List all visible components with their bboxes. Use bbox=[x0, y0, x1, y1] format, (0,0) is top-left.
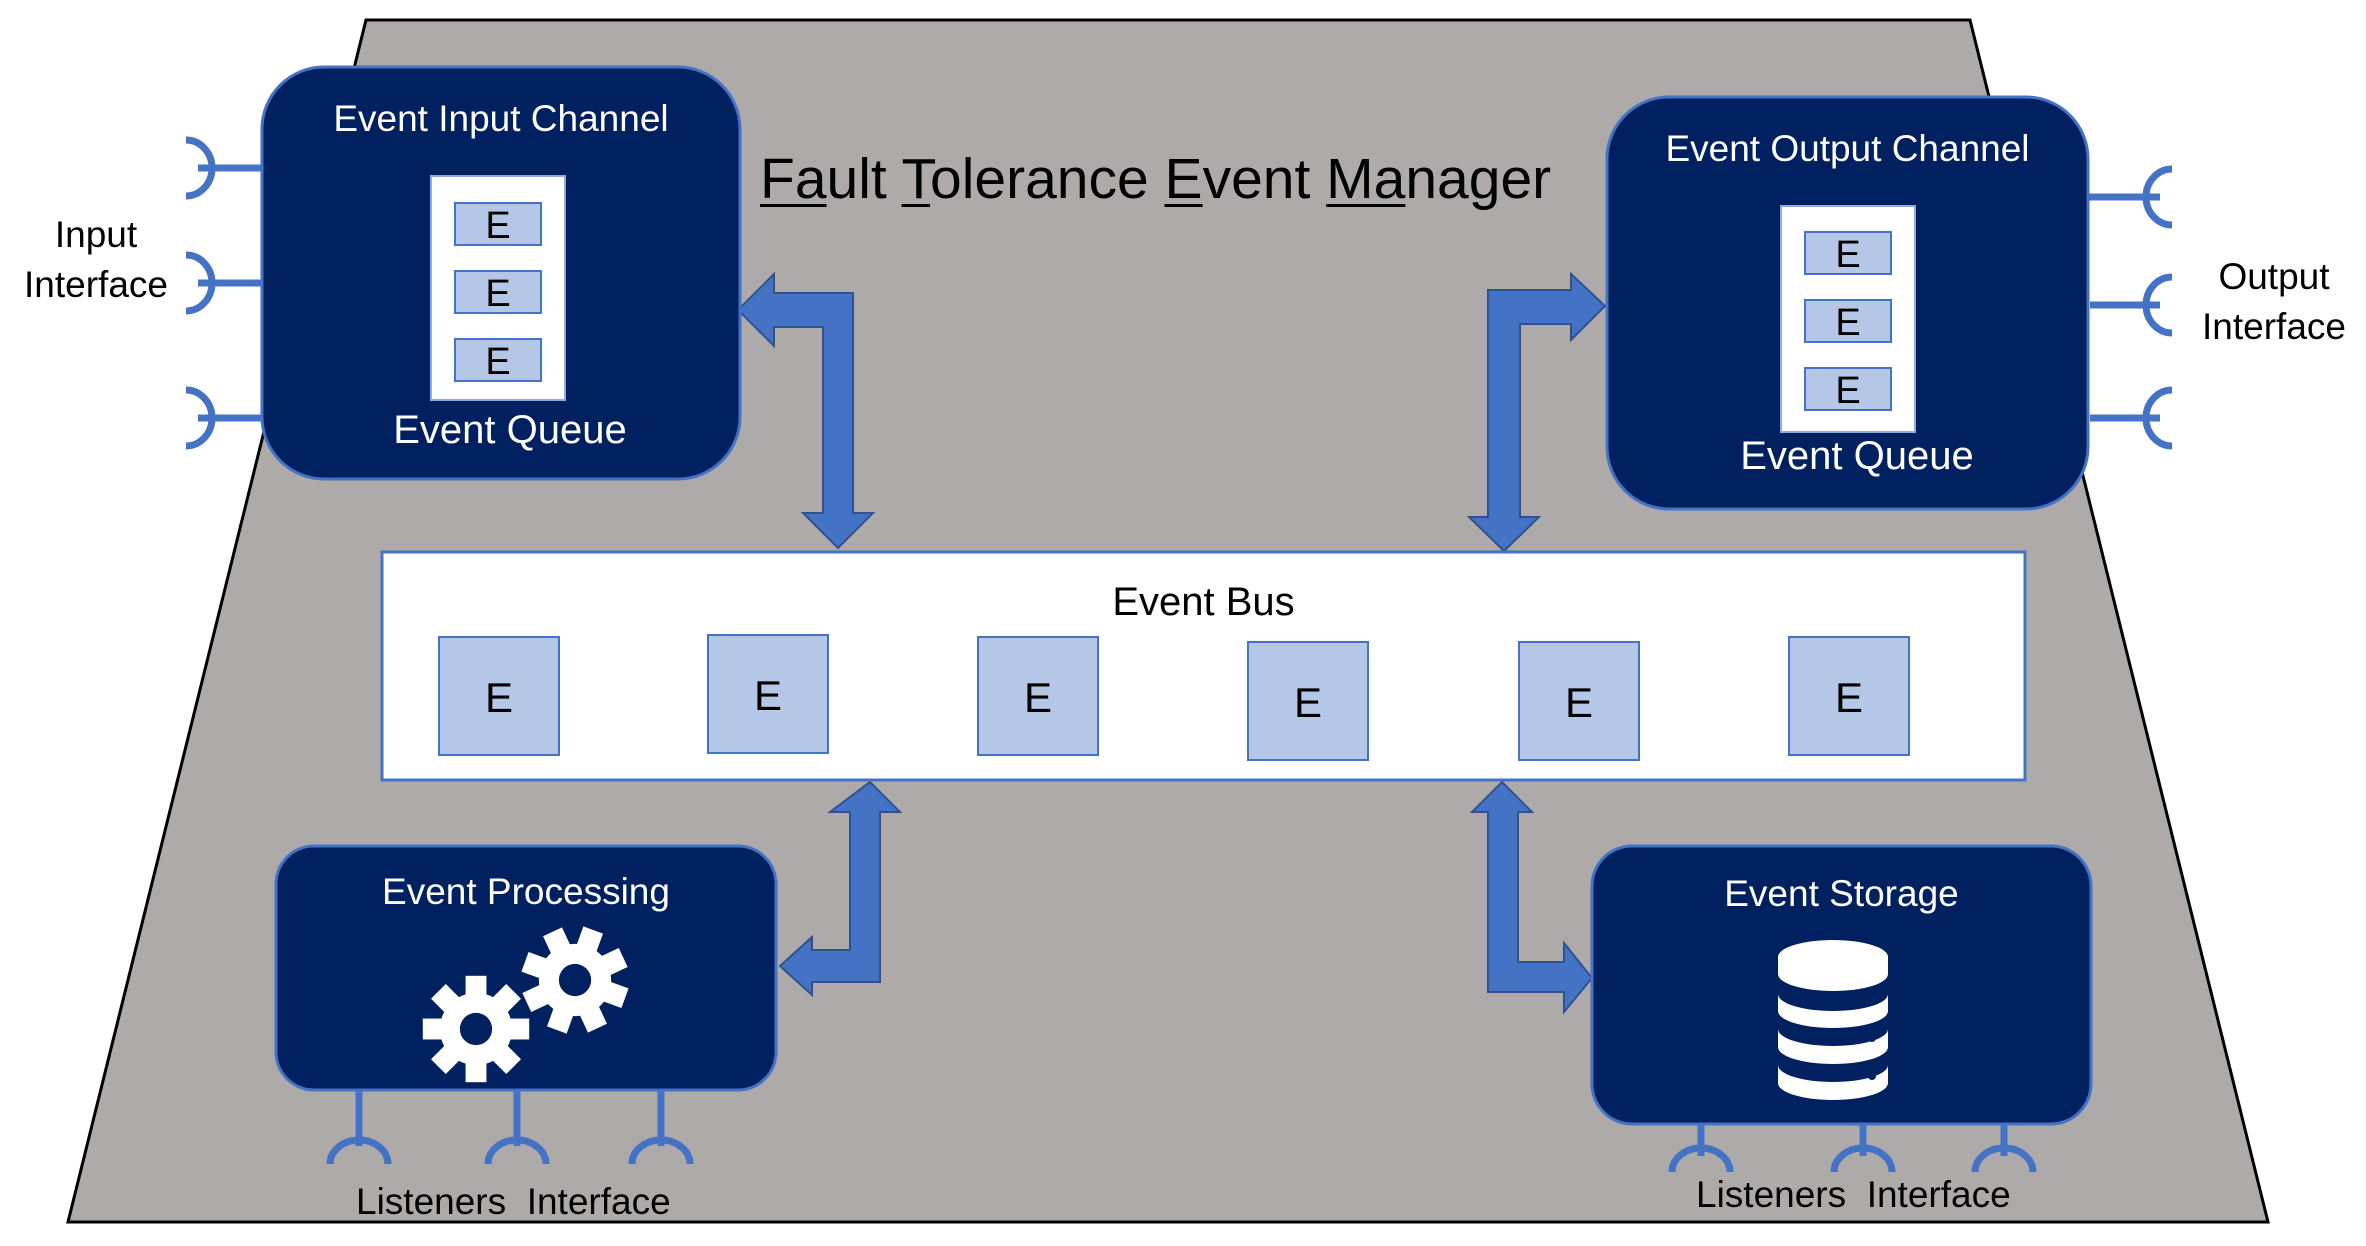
event-bus-event: E bbox=[1518, 641, 1640, 761]
event-processing-title: Event Processing bbox=[382, 871, 670, 912]
event-bus-box bbox=[380, 550, 2027, 782]
input-queue-event: E bbox=[454, 338, 542, 383]
input-interface-connectors bbox=[185, 136, 262, 450]
listeners-left-connectors bbox=[326, 1090, 694, 1165]
title-word-tolerance: Tolerance bbox=[901, 147, 1149, 211]
listeners-interface-left-label: Listeners Interface bbox=[356, 1181, 671, 1222]
output-queue-event: E bbox=[1804, 231, 1892, 276]
output-interface-connectors bbox=[2084, 165, 2173, 450]
database-icon bbox=[1778, 940, 1888, 1100]
input-interface-label: Input Interface bbox=[24, 214, 168, 305]
input-channel-title: Event Input Channel bbox=[333, 98, 669, 139]
diagram-title: Fault Tolerance Event Manager bbox=[760, 146, 1551, 212]
listeners-right-connectors bbox=[1668, 1124, 2037, 1173]
event-bus-event: E bbox=[977, 636, 1099, 756]
output-queue-event: E bbox=[1804, 299, 1892, 344]
event-storage-title: Event Storage bbox=[1724, 873, 1959, 914]
output-queue-event: E bbox=[1804, 367, 1892, 412]
event-bus-event: E bbox=[707, 634, 829, 754]
input-queue-event: E bbox=[454, 202, 542, 247]
input-queue-event: E bbox=[454, 270, 542, 315]
event-bus-event: E bbox=[1247, 641, 1369, 761]
output-queue-label: Event Queue bbox=[1740, 434, 1974, 478]
output-channel-title: Event Output Channel bbox=[1665, 128, 2030, 169]
event-bus-event: E bbox=[438, 636, 560, 756]
title-word-event: Event bbox=[1164, 147, 1311, 211]
event-bus-title: Event Bus bbox=[1112, 580, 1295, 624]
output-interface-label: Output Interface bbox=[2202, 256, 2346, 347]
arrow-input-to-bus bbox=[736, 271, 876, 550]
title-word-manager: Manager bbox=[1326, 147, 1552, 211]
listeners-interface-right-label: Listeners Interface bbox=[1696, 1174, 2011, 1215]
arrow-bus-to-processing bbox=[778, 780, 903, 998]
title-word-fault: Fault bbox=[760, 147, 887, 211]
input-queue-label: Event Queue bbox=[393, 408, 627, 452]
event-bus-event: E bbox=[1788, 636, 1910, 756]
